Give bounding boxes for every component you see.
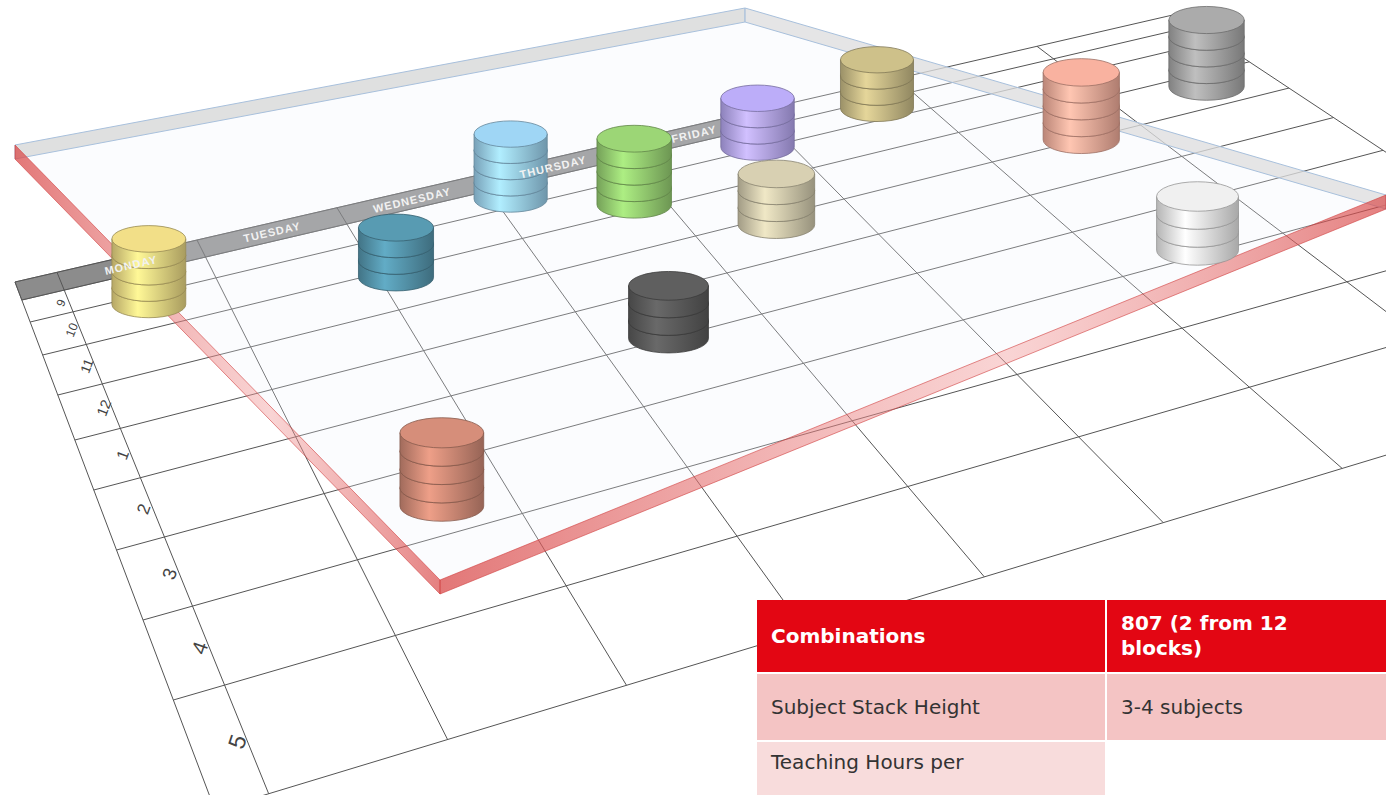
subject-stack — [629, 271, 709, 352]
table-cell: 807 (2 from 12 blocks) — [1107, 600, 1386, 672]
disk-top — [358, 214, 433, 241]
subject-stack — [400, 418, 484, 522]
hour-label: 11 — [77, 357, 96, 375]
day-header: TUESDAY — [242, 220, 302, 245]
hour-label: 2 — [133, 501, 156, 517]
day-header: WEDNESDAY — [372, 185, 452, 215]
hour-label: 9 — [54, 297, 69, 308]
disk-top — [840, 47, 913, 73]
grid-line — [15, 282, 215, 795]
subject-stack — [597, 125, 672, 218]
hour-label: 4 — [187, 639, 213, 658]
subject-stack — [1043, 59, 1119, 154]
subject-stack — [358, 214, 433, 291]
table-cell: Combinations — [757, 600, 1105, 672]
disk-top — [112, 226, 186, 253]
disk-top — [597, 125, 672, 152]
table-cell: 3-4 subjects — [1107, 674, 1386, 740]
frame-rim — [15, 8, 745, 159]
subject-stack — [840, 47, 913, 122]
disk-top — [1169, 6, 1244, 33]
table-cell: Subject Stack Height — [757, 674, 1105, 740]
subject-stack — [1169, 6, 1244, 100]
disk-top — [400, 418, 484, 448]
hour-label: 5 — [223, 732, 253, 753]
subject-stack — [721, 85, 794, 160]
disk-top — [1043, 59, 1119, 86]
disk-top — [474, 121, 547, 147]
table-cell: Teaching Hours per — [757, 742, 1105, 795]
disk-top — [1157, 182, 1239, 211]
subject-stack — [738, 160, 815, 238]
hour-label: 3 — [158, 565, 182, 582]
glass-frame — [15, 8, 1386, 594]
day-header: FRIDAY — [670, 123, 717, 145]
frame-rim — [745, 8, 1386, 209]
disk-top — [629, 271, 709, 300]
subject-stacks — [112, 6, 1244, 521]
glass-pane — [15, 8, 1386, 580]
subject-stack — [1157, 182, 1239, 265]
disk-top — [738, 160, 815, 188]
day-header: MONDAY — [103, 253, 158, 277]
hour-label: 12 — [93, 398, 114, 419]
hour-label: 1 — [113, 448, 133, 463]
day-header: THURSDAY — [518, 153, 587, 180]
disk-top — [721, 85, 794, 111]
hour-label: 10 — [63, 321, 81, 339]
frame-rim — [440, 195, 1386, 594]
